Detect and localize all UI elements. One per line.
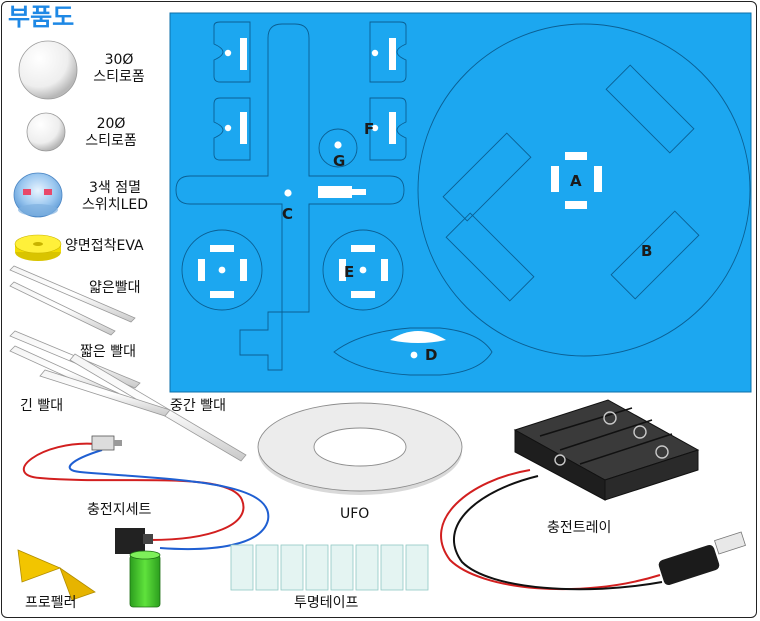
tape-label: 투명테이프	[294, 595, 359, 611]
propeller-image	[17, 549, 96, 601]
foam-ball-20-image	[26, 112, 66, 152]
foam20-material: 스티로폼	[85, 133, 137, 149]
frame-post-c	[175, 23, 405, 371]
disc-slot	[605, 64, 695, 154]
part-label-e: E	[344, 263, 355, 281]
disc-e-right	[322, 229, 404, 311]
long-straws-image	[39, 353, 247, 462]
led-line1: 3색 점멸	[89, 180, 141, 196]
sheet-cutouts	[198, 38, 602, 359]
propeller-label: 프로펠러	[25, 595, 77, 611]
foam30-size: 30Ø	[104, 52, 134, 68]
led-label: 3색 점멸 스위치LED	[74, 180, 156, 214]
part-label-a: A	[570, 172, 582, 190]
led-line2: 스위치LED	[81, 197, 149, 213]
thin-straws-image	[9, 265, 136, 336]
disc-b-outline	[417, 23, 751, 357]
foam20-label: 20Ø 스티로폼	[80, 116, 142, 150]
part-label-d: D	[425, 346, 438, 364]
eva-pad-image	[14, 234, 62, 261]
long-straw-label: 긴 빨대	[20, 398, 64, 414]
part-label-c: C	[282, 205, 294, 223]
disc-slot	[445, 212, 535, 302]
eva-label: 양면접착EVA	[65, 238, 144, 254]
short-straw-label: 짧은 빨대	[80, 344, 136, 360]
part-label-b: B	[641, 242, 653, 260]
bracket-left-mid	[213, 97, 251, 161]
cut-sheet	[169, 12, 752, 393]
medium-straw-label: 중간 빨대	[170, 398, 226, 414]
charger-set-image	[22, 435, 270, 608]
led-image	[13, 172, 63, 218]
charging-tray-image	[440, 399, 746, 591]
foam20-size: 20Ø	[96, 116, 126, 132]
charger-set-label: 충전지세트	[87, 502, 152, 518]
diagram-title: 부품도	[8, 3, 75, 31]
bracket-right-mid	[369, 97, 407, 161]
charging-tray-label: 충전트레이	[547, 520, 612, 536]
part-d-outline	[333, 327, 493, 376]
part-label-f: F	[364, 120, 375, 138]
part-g-outline	[318, 128, 358, 168]
ufo-label: UFO	[340, 506, 370, 522]
tape-pieces-image	[230, 544, 429, 591]
foam30-material: 스티로폼	[93, 69, 145, 85]
ufo-ring-image	[257, 402, 463, 495]
bracket-left-top	[213, 21, 251, 83]
bracket-right-top	[369, 21, 407, 83]
disc-slot	[610, 210, 700, 300]
thin-straw-label: 얇은빨대	[89, 280, 141, 296]
part-label-g: G	[333, 152, 346, 170]
disc-slot	[442, 132, 532, 222]
disc-e-left	[181, 229, 263, 311]
foam30-label: 30Ø 스티로폼	[88, 52, 150, 86]
foam-ball-30-image	[18, 40, 78, 100]
